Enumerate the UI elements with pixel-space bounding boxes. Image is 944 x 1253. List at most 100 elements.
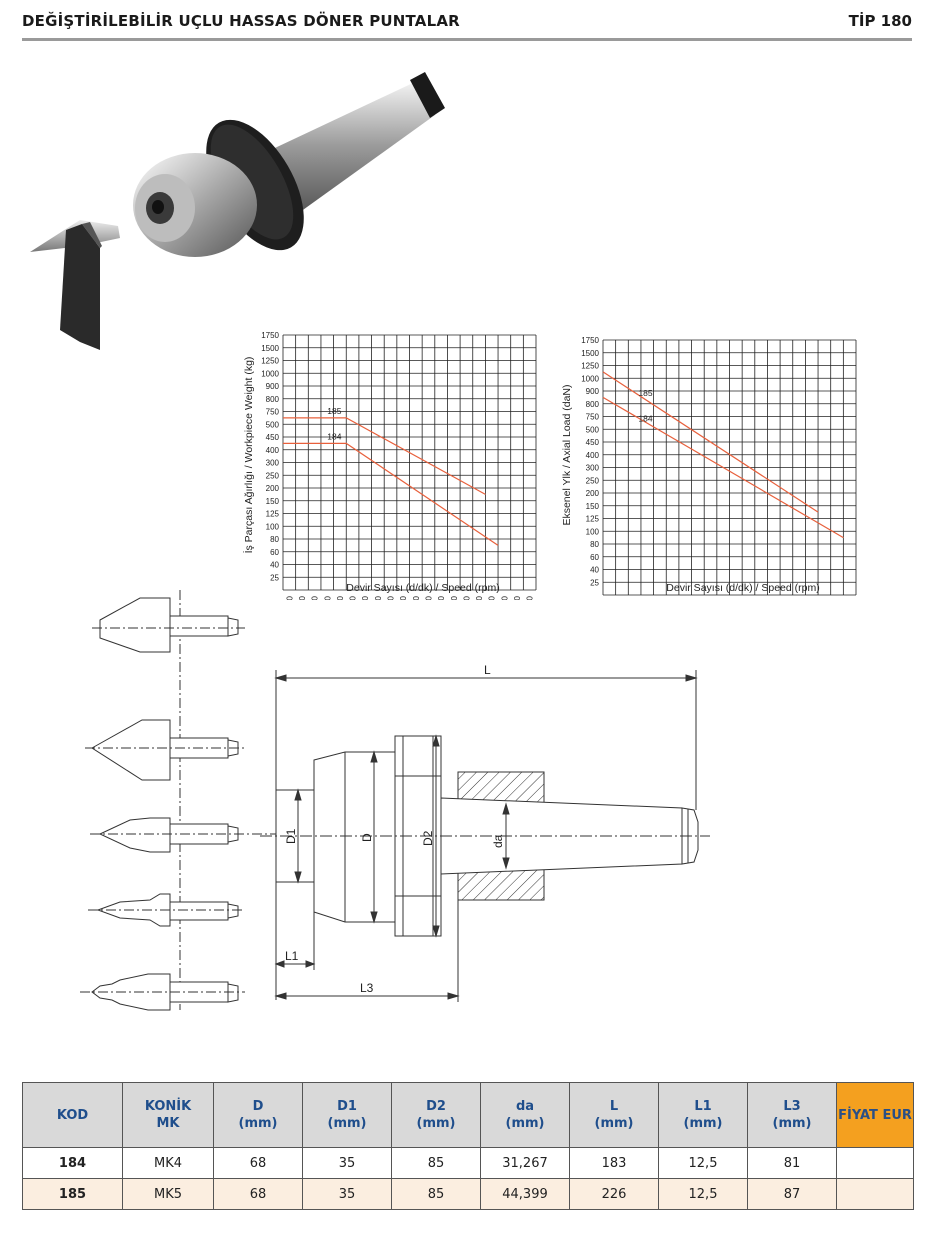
- chart2-ytick: 400: [586, 451, 600, 460]
- chart2-ytick: 1750: [581, 336, 599, 345]
- chart1-xtick: 500: [399, 595, 408, 600]
- chart1-xtick: 3000: [488, 595, 497, 600]
- chart2-ytick: 60: [590, 553, 599, 562]
- chart1-ytick: 100: [266, 522, 280, 531]
- chart1-xtick: 2500: [475, 595, 484, 600]
- chart1-ytick: 500: [266, 420, 280, 429]
- dim-D-label: D: [360, 833, 374, 842]
- cell-d1: 35: [302, 1178, 392, 1210]
- dim-L3-label: L3: [360, 981, 374, 995]
- chart2-ytick: 1500: [581, 349, 599, 358]
- chart1-ylabel: İş Parçası Ağırlığı / Workpiece Weight (…: [242, 357, 255, 554]
- chart1-ytick: 400: [266, 446, 280, 455]
- chart1-ytick: 40: [270, 561, 279, 570]
- insert-variant-1: [92, 597, 245, 653]
- insert-variant-4: [88, 893, 245, 927]
- chart2-ytick: 1000: [581, 374, 599, 383]
- cell-price: [836, 1178, 914, 1210]
- chart2-ylabel: Eksenel Ylk / Axial Load (daN): [561, 384, 573, 525]
- weight-speed-chart: İş Parçası Ağırlığı / Workpiece Weight (…: [242, 331, 537, 600]
- chart1-ytick: 125: [266, 510, 280, 519]
- page-title: DEĞİŞTİRİLEBİLİR UÇLU HASSAS DÖNER PUNTA…: [22, 12, 460, 30]
- chart1-xtick: 1000: [424, 595, 433, 600]
- chart1-ytick: 250: [266, 471, 280, 480]
- dimension-lines: [274, 670, 698, 1002]
- chart1-ytick: 1000: [261, 369, 279, 378]
- cell-kod: 185: [22, 1178, 123, 1210]
- chart2-series-label: 185: [638, 388, 652, 398]
- chart1-xtick: 4000: [500, 595, 509, 600]
- cell-kod: 184: [22, 1147, 123, 1179]
- chart1-ytick: 1750: [261, 331, 279, 340]
- cell-l3: 87: [747, 1178, 837, 1210]
- chart1-xtick: 80: [323, 595, 332, 600]
- insert-variant-2: [85, 719, 245, 781]
- chart1-xtick: 300: [374, 595, 383, 600]
- chart1-series-label: 184: [327, 431, 341, 441]
- chart2-ytick: 100: [586, 527, 600, 536]
- cell-d2: 85: [391, 1147, 481, 1179]
- cell-l1: 12,5: [658, 1178, 748, 1210]
- chart1-xtick: 1250: [437, 595, 446, 600]
- chart1-xtick: 6000: [526, 595, 535, 600]
- col-d: D(mm): [213, 1082, 303, 1148]
- chart1-xtick: 5000: [513, 595, 522, 600]
- chart1-ytick: 60: [270, 548, 279, 557]
- axial-load-speed-chart: Eksenel Ylk / Axial Load (daN) Devir Say…: [561, 336, 857, 596]
- chart1-ytick: 200: [266, 484, 280, 493]
- col-price: FİYAT EUR: [836, 1082, 914, 1148]
- chart1-ytick: 150: [266, 497, 280, 506]
- chart2-ytick: 800: [586, 400, 600, 409]
- col-kod: KOD: [22, 1082, 123, 1148]
- cell-l3: 81: [747, 1147, 837, 1179]
- chart1-xtick: 60: [311, 595, 320, 600]
- col-l1: L1(mm): [658, 1082, 748, 1148]
- col-d1: D1(mm): [302, 1082, 392, 1148]
- chart1-xtick: 100: [336, 595, 345, 600]
- chart1-xtick: 20: [285, 595, 294, 600]
- col-l3: L3(mm): [747, 1082, 837, 1148]
- chart2-ytick: 500: [586, 425, 600, 434]
- cell-d2: 85: [391, 1178, 481, 1210]
- cell-l: 183: [569, 1147, 659, 1179]
- cell-da: 44,399: [480, 1178, 570, 1210]
- product-image: [30, 72, 445, 350]
- dim-L-label: L: [484, 663, 491, 677]
- chart2-ytick: 900: [586, 387, 600, 396]
- chart1-ytick: 1250: [261, 357, 279, 366]
- cell-d: 68: [213, 1178, 303, 1210]
- chart1-xtick: 1500: [450, 595, 459, 600]
- chart2-xlabel: Devir Sayısı (d/dk) / Speed (rpm): [666, 582, 819, 594]
- chart1-ytick: 300: [266, 459, 280, 468]
- col-l: L(mm): [569, 1082, 659, 1148]
- cell-price: [836, 1147, 914, 1179]
- chart2-series-label: 184: [638, 413, 652, 423]
- table-row: 184 MK4 68 35 85 31,267 183 12,5 81: [22, 1147, 914, 1179]
- cell-konik: MK5: [122, 1178, 214, 1210]
- chart2-ytick: 200: [586, 489, 600, 498]
- chart2-ytick: 300: [586, 464, 600, 473]
- insert-variant-3: [90, 817, 370, 853]
- chart2-ytick: 150: [586, 502, 600, 511]
- chart2-ytick: 450: [586, 438, 600, 447]
- page-header: DEĞİŞTİRİLEBİLİR UÇLU HASSAS DÖNER PUNTA…: [22, 10, 912, 41]
- chart1-ytick: 750: [266, 408, 280, 417]
- chart1-ytick: 900: [266, 382, 280, 391]
- chart1-series-label: 185: [327, 406, 341, 416]
- chart1-ytick: 25: [270, 573, 279, 582]
- dim-D2-label: D2: [421, 830, 435, 846]
- cell-d1: 35: [302, 1147, 392, 1179]
- chart1-series-185: [283, 417, 486, 495]
- chart1-series-184: [283, 442, 499, 546]
- cell-konik: MK4: [122, 1147, 214, 1179]
- live-center-drawing: [260, 735, 710, 937]
- cell-da: 31,267: [480, 1147, 570, 1179]
- chart1-xtick: 150: [349, 595, 358, 600]
- insert-variant-5: [80, 973, 245, 1011]
- chart2-ytick: 250: [586, 476, 600, 485]
- chart1-ytick: 800: [266, 395, 280, 404]
- chart1-ytick: 80: [270, 535, 279, 544]
